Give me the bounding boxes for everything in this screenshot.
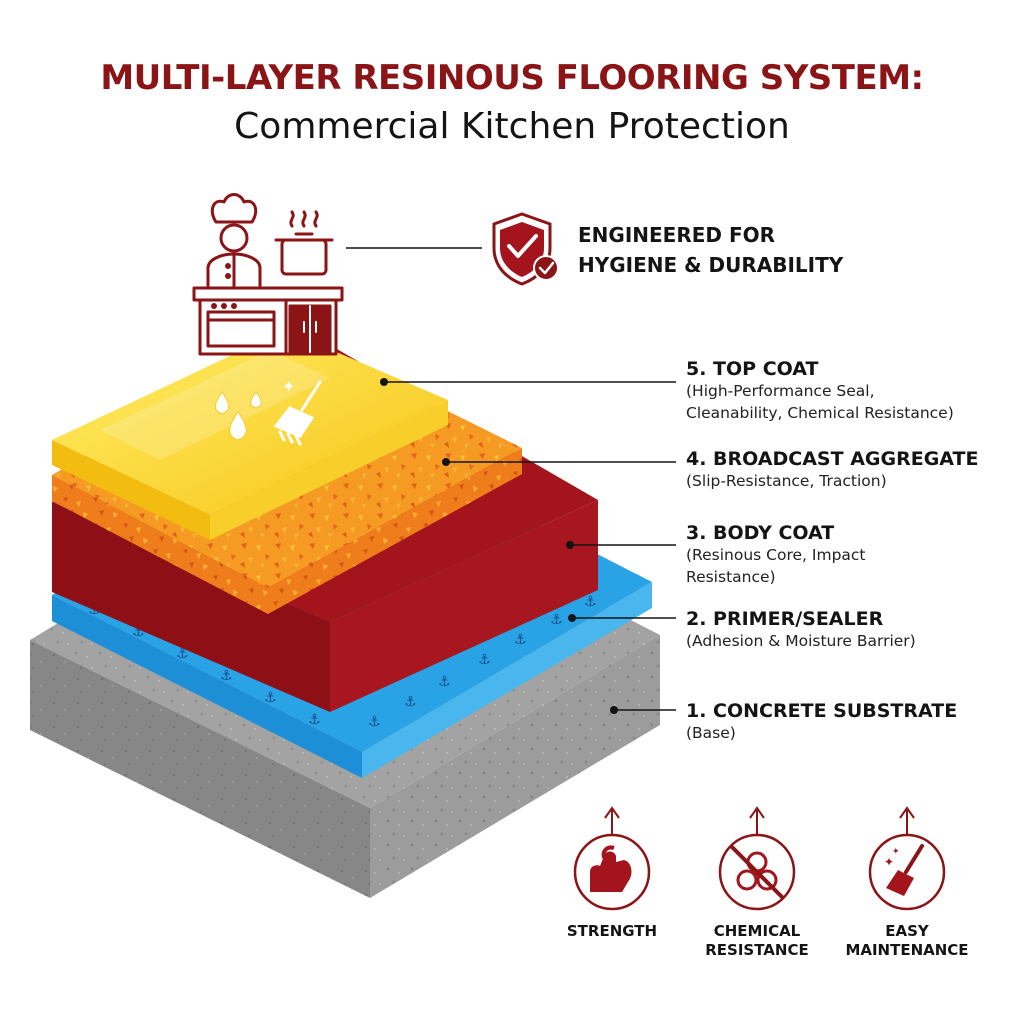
svg-text:⚓: ⚓ — [404, 694, 417, 710]
svg-text:⚓: ⚓ — [550, 612, 563, 628]
layer-desc: (Base) — [686, 724, 736, 742]
layer-label-top-coat: 5. TOP COAT (High-Performance Seal, Clea… — [686, 358, 954, 424]
benefit-chemical-resistance: CHEMICAL RESISTANCE — [672, 922, 842, 960]
layer-title: 4. BROADCAST AGGREGATE — [686, 448, 979, 470]
layer-leader-dots — [380, 378, 618, 714]
benefit-label: MAINTENANCE — [845, 941, 969, 959]
benefit-label: EASY — [885, 922, 929, 940]
benefit-label: RESISTANCE — [705, 941, 809, 959]
layer-label-broadcast-aggregate: 4. BROADCAST AGGREGATE (Slip-Resistance,… — [686, 448, 978, 492]
svg-text:⚓: ⚓ — [264, 690, 277, 706]
svg-text:✦: ✦ — [892, 847, 900, 857]
callout-line-1: ENGINEERED FOR — [578, 223, 776, 247]
layer-label-primer-sealer: 2. PRIMER/SEALER (Adhesion & Moisture Ba… — [686, 608, 916, 652]
benefit-chemical-resistance-icon — [718, 806, 796, 911]
layer-label-body-coat: 3. BODY COAT (Resinous Core, Impact Resi… — [686, 522, 866, 588]
water-drops-icon — [214, 391, 262, 441]
chef-kitchen-icon — [192, 193, 344, 356]
layer-desc: Resistance) — [686, 568, 776, 586]
svg-text:⚓: ⚓ — [478, 652, 491, 668]
layer-desc: Cleanability, Chemical Resistance) — [686, 404, 954, 422]
layer-leader-lines — [384, 381, 676, 711]
svg-text:⚓: ⚓ — [438, 674, 451, 690]
svg-text:⚓: ⚓ — [220, 668, 233, 684]
layer-desc: (Resinous Core, Impact — [686, 546, 866, 564]
benefit-easy-maintenance: EASY MAINTENANCE — [822, 922, 992, 960]
benefit-strength-icon — [573, 806, 651, 911]
layer-title: 3. BODY COAT — [686, 522, 835, 544]
page-subtitle: Commercial Kitchen Protection — [234, 106, 790, 147]
layer-title: 1. CONCRETE SUBSTRATE — [686, 700, 958, 722]
layer-desc: (Adhesion & Moisture Barrier) — [686, 632, 916, 650]
layer-title: 2. PRIMER/SEALER — [686, 608, 884, 630]
benefit-label: CHEMICAL — [713, 922, 801, 940]
layer-desc: (Slip-Resistance, Traction) — [686, 472, 887, 490]
page-title: MULTI-LAYER RESINOUS FLOORING SYSTEM: — [100, 58, 924, 98]
benefit-easy-maintenance-icon: ✦ ✦ — [868, 806, 946, 911]
svg-text:⚓: ⚓ — [176, 646, 189, 662]
callout-line-2: HYGIENE & DURABILITY — [578, 253, 844, 277]
engineered-callout: ENGINEERED FOR HYGIENE & DURABILITY — [578, 220, 843, 280]
sparkle-icon: ✦ — [282, 377, 295, 396]
benefit-strength: STRENGTH — [527, 922, 697, 941]
svg-text:⚓: ⚓ — [514, 632, 527, 648]
shield-check-icon — [492, 212, 559, 286]
svg-text:⚓: ⚓ — [584, 594, 597, 610]
svg-text:⚓: ⚓ — [308, 712, 321, 728]
benefit-label: STRENGTH — [566, 922, 658, 940]
layer-label-concrete-substrate: 1. CONCRETE SUBSTRATE (Base) — [686, 700, 957, 744]
svg-text:⚓: ⚓ — [368, 714, 381, 730]
layer-desc: (High-Performance Seal, — [686, 382, 875, 400]
layer-title: 5. TOP COAT — [686, 358, 819, 380]
svg-text:✦: ✦ — [884, 855, 894, 869]
cleaning-broom-icon — [273, 380, 322, 446]
